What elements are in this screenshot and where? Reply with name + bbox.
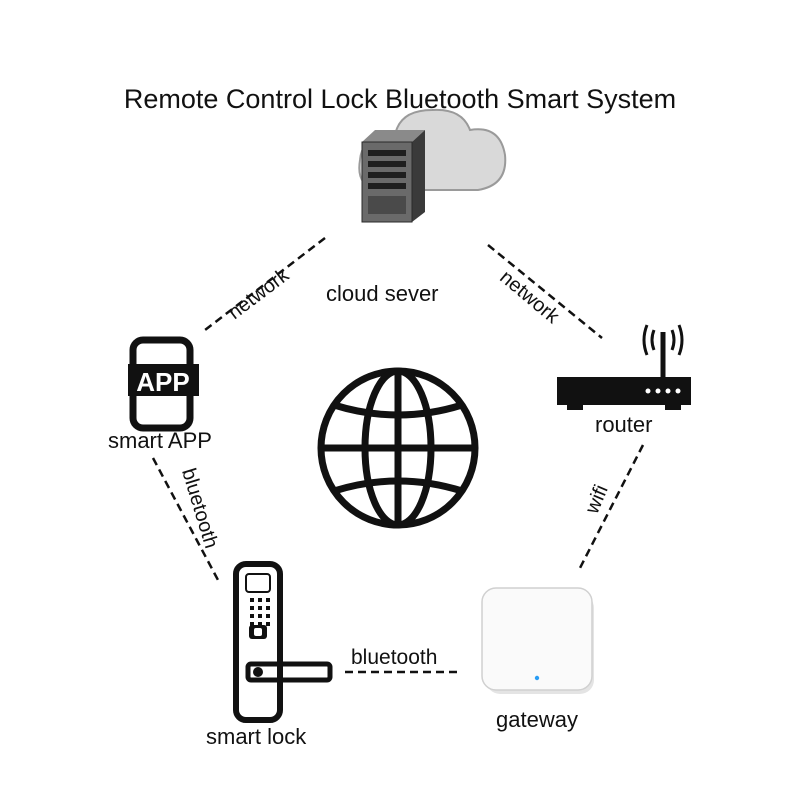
router-label: router <box>595 412 653 437</box>
gateway-icon <box>481 587 594 694</box>
smart-lock-label: smart lock <box>206 724 307 749</box>
server-icon <box>361 130 425 223</box>
router-icon <box>557 324 691 410</box>
smart-app-label: smart APP <box>108 428 212 453</box>
phone-app-icon: APP <box>128 336 199 432</box>
link-app-lock-line <box>151 457 220 581</box>
smart-lock-icon <box>233 561 333 723</box>
link-lock-gateway-label: bluetooth <box>351 646 438 669</box>
link-router-gateway-line <box>578 444 645 569</box>
link-cloud-router-line <box>487 244 603 339</box>
cloud-server-label: cloud sever <box>326 281 439 306</box>
gateway-label: gateway <box>496 707 578 732</box>
app-icon-text: APP <box>136 367 189 397</box>
globe-icon <box>317 367 479 529</box>
diagram-title: Remote Control Lock Bluetooth Smart Syst… <box>123 84 677 114</box>
